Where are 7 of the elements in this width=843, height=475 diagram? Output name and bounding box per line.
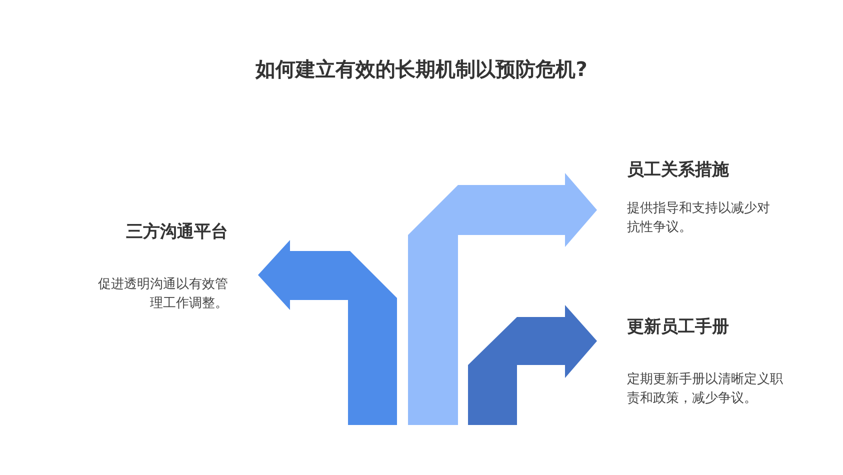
heading: 更新员工手册 — [627, 316, 730, 338]
description: 定期更新手册以清晰定义职责和政策，减少争议。 — [627, 371, 784, 408]
description: 提供指导和支持以减少对抗性争议。 — [627, 200, 771, 237]
description: 促进透明沟通以有效管理工作调整。 — [97, 276, 228, 313]
title: 如何建立有效的长期机制以预防危机? — [254, 56, 588, 83]
heading: 三方沟通平台 — [125, 221, 228, 243]
heading: 员工关系措施 — [627, 159, 730, 181]
